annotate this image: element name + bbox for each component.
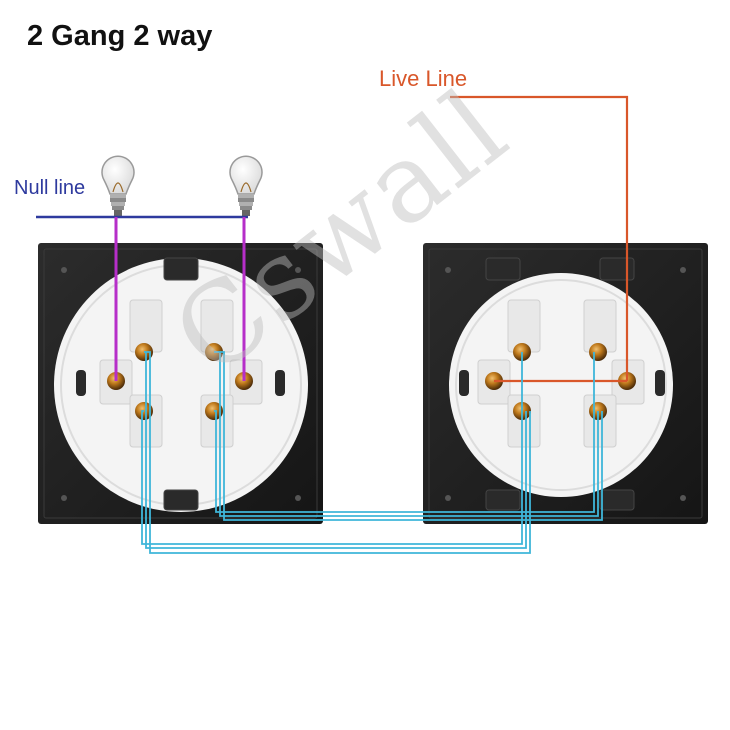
- right-notch: [655, 370, 665, 396]
- socket-disc-rim: [455, 279, 667, 491]
- live-wire: [450, 95, 629, 381]
- screw-hole: [295, 495, 301, 501]
- screw-hole: [680, 267, 686, 273]
- screw-hole: [61, 267, 67, 273]
- diagram-title: 2 Gang 2 way: [27, 20, 213, 52]
- right-notch: [275, 370, 285, 396]
- bottom-clip: [599, 489, 635, 511]
- bottom-clip: [163, 489, 199, 511]
- top-clip: [599, 257, 635, 281]
- top-clip: [163, 257, 199, 281]
- null-line-label: Null line: [14, 177, 86, 199]
- screw-hole: [445, 495, 451, 501]
- terminal-screw: [589, 343, 607, 361]
- live-line-label: Live Line: [379, 66, 468, 91]
- socket-disc: [449, 273, 673, 497]
- top-clip: [485, 257, 521, 281]
- plate-inner-edge: [428, 248, 703, 519]
- left-switch: [38, 243, 323, 524]
- left-notch: [459, 370, 469, 396]
- light-bulb-icon: [229, 155, 263, 216]
- right-switch: [423, 243, 708, 524]
- screw-hole: [680, 495, 686, 501]
- left-notch: [76, 370, 86, 396]
- socket-disc: [54, 258, 308, 512]
- bottom-clip: [485, 489, 521, 511]
- screw-hole: [295, 267, 301, 273]
- traveler-wires: [141, 351, 603, 554]
- light-bulb-icon: [101, 155, 135, 216]
- plate-inner-edge: [43, 248, 318, 519]
- screw-hole: [445, 267, 451, 273]
- screw-hole: [61, 495, 67, 501]
